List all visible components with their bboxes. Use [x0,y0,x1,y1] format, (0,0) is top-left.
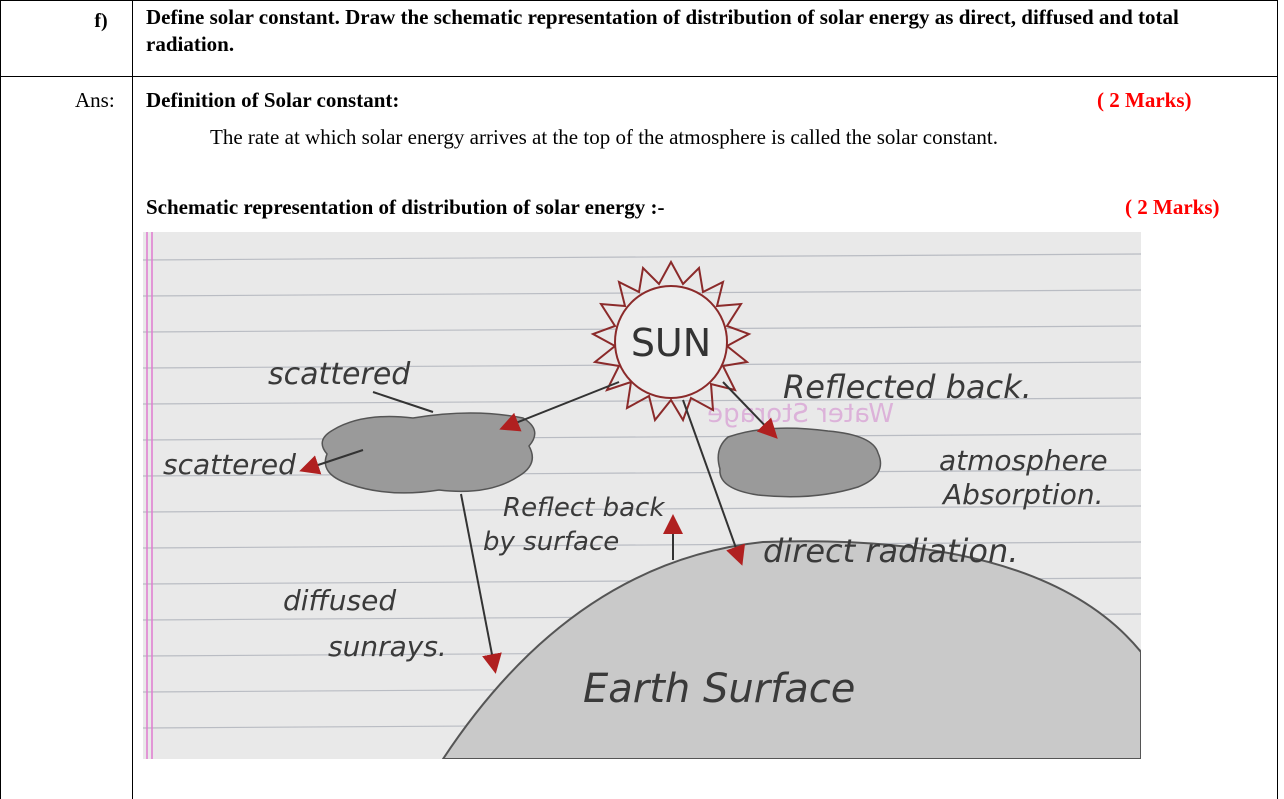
arrows [299,381,778,674]
bleed-through-text: Water Storage [707,399,894,429]
earth-shape [441,540,1141,759]
schematic-marks: ( 2 Marks) [1125,195,1220,219]
label-earth-surface: Earth Surface [583,666,855,712]
question-number: f) [94,10,108,32]
definition-marks: ( 2 Marks) [1097,88,1192,112]
right-cloud [717,427,882,498]
table-border-top [0,0,1277,1]
table-column-divider [132,0,133,799]
sun-label: SUN [631,321,711,365]
label-diffused: diffused [283,584,396,617]
definition-title: Definition of Solar constant: [146,88,400,112]
sun-circle [614,285,728,399]
table-row-divider [0,76,1277,77]
answer-label: Ans: [75,88,115,112]
label-by-surface: by surface [483,527,619,557]
label-reflected-back: Reflected back. [783,368,1032,406]
left-cloud [321,412,536,494]
label-scattered-top: scattered [268,357,411,392]
label-scattered-left: scattered [163,448,296,481]
schematic-title: Schematic representation of distribution… [146,195,665,219]
table-border-right [1277,0,1278,799]
label-atmosphere: atmosphere [939,444,1108,477]
sun-rays [590,259,752,423]
label-direct-radiation: direct radiation. [763,532,1018,570]
diagram-svg: Water Storage SUN scattered scattered Re… [143,232,1141,759]
label-absorption: Absorption. [941,478,1103,511]
solar-energy-diagram: Water Storage SUN scattered scattered Re… [143,232,1141,759]
label-reflect-back: Reflect back [503,493,665,523]
definition-text: The rate at which solar energy arrives a… [210,125,998,149]
table-border-left [0,0,1,799]
question-text: Define solar constant. Draw the schemati… [146,5,1179,56]
label-sunrays: sunrays. [328,630,447,663]
